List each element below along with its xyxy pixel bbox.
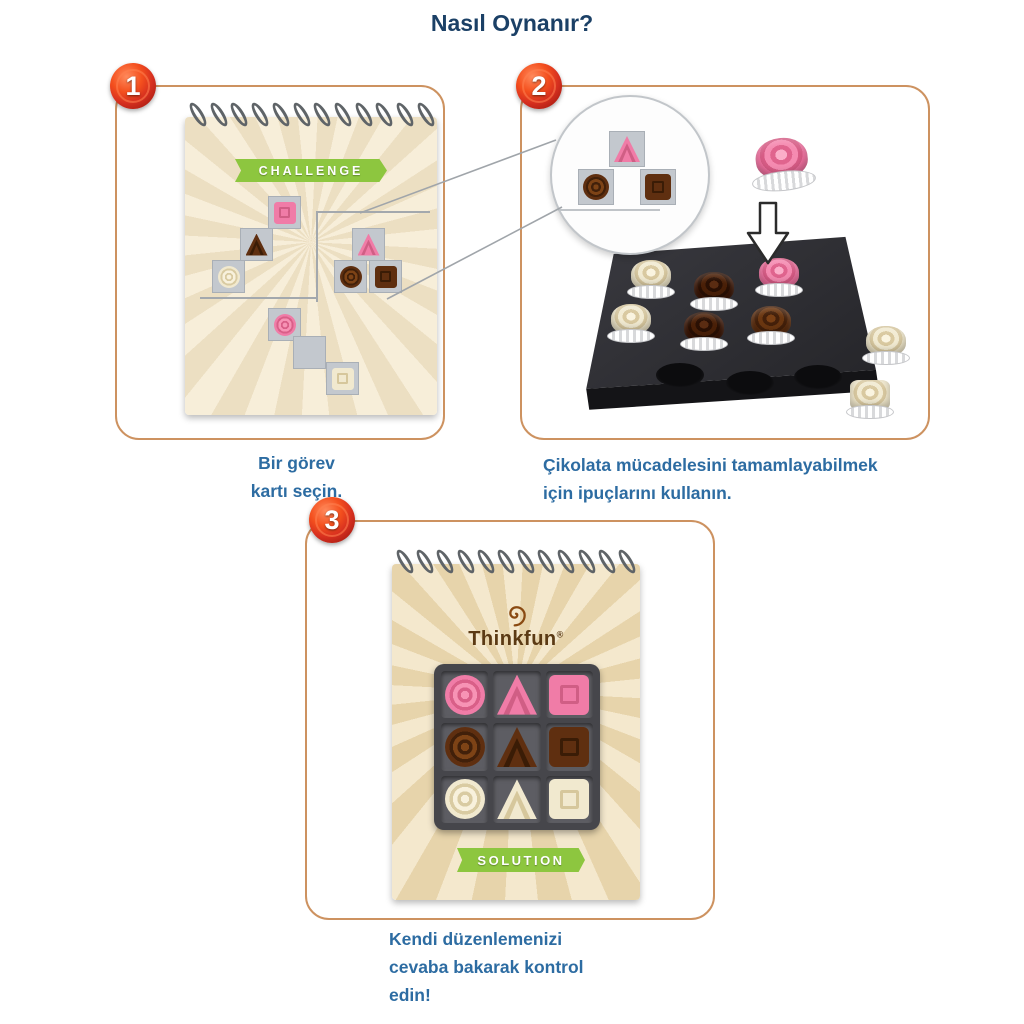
tray-bonbon-pink	[755, 255, 803, 297]
magnifier-cell-brown-square	[640, 169, 676, 205]
spiral-binding	[186, 100, 438, 129]
caption-step-3-line-2: cevaba bakarak kontrol	[389, 957, 584, 977]
magnifier-circle	[550, 95, 710, 255]
caption-step-3: Kendi düzenlemenizi cevaba bakarak kontr…	[389, 925, 719, 1009]
thinkfun-logo: Thinkfun®	[392, 628, 640, 651]
card-divider-horizontal-left	[200, 297, 316, 299]
empty-recess	[794, 365, 842, 389]
brown-square-icon	[549, 726, 590, 767]
solution-cell-cream-triangle	[493, 775, 541, 823]
solution-cell-brown-square	[545, 723, 593, 771]
tray-bonbon-cream	[627, 257, 675, 299]
caption-step-1-line-2: kartı seçin.	[250, 481, 343, 501]
loose-cube-cream	[846, 377, 894, 419]
brown-square-icon	[645, 174, 671, 200]
solution-cell-pink-square	[545, 671, 593, 719]
step-2-panel	[520, 85, 930, 440]
registered-mark: ®	[556, 629, 564, 640]
caption-step-3-line-1: Kendi düzenlemenizi	[389, 929, 563, 949]
pink-triangle-icon	[614, 136, 640, 162]
clue-cell-empty	[293, 336, 326, 369]
solution-tray	[434, 664, 600, 830]
empty-recess	[726, 371, 774, 395]
clue-cell-brown-circle	[334, 260, 367, 293]
step-3-number: 3	[324, 504, 340, 535]
caption-step-1-line-1: Bir görev	[258, 453, 335, 473]
brown-triangle-icon	[496, 726, 537, 767]
pink-triangle-icon	[496, 674, 537, 715]
cream-circle-icon	[217, 265, 240, 288]
brown-circle-icon	[444, 726, 485, 767]
solution-cell-brown-circle	[441, 723, 489, 771]
tray-bonbon-cream	[607, 301, 655, 343]
down-arrow-icon	[746, 201, 790, 265]
caption-step-2-line-2: için ipuçlarını kullanın.	[543, 483, 732, 503]
step-3-badge: 3	[309, 497, 355, 543]
caption-step-3-line-3: edin!	[389, 985, 431, 1005]
clue-cell-cream-circle	[212, 260, 245, 293]
solution-cell-pink-triangle	[493, 671, 541, 719]
caption-step-2-line-1: Çikolata mücadelesini tamamlayabilmek	[543, 455, 878, 475]
magnifier-cell-brown-circle	[578, 169, 614, 205]
pink-circle-icon	[273, 313, 296, 336]
clue-cell-cream-square	[326, 362, 359, 395]
solution-cell-cream-square	[545, 775, 593, 823]
solution-cell-brown-triangle	[493, 723, 541, 771]
solution-cell-cream-circle	[441, 775, 489, 823]
magnifier-cell-pink-triangle	[609, 131, 645, 167]
step-2-badge: 2	[516, 63, 562, 109]
clue-cell-pink-circle	[268, 308, 301, 341]
solution-cell-pink-circle	[441, 671, 489, 719]
cream-square-icon	[331, 367, 354, 390]
card-divider-vertical	[316, 211, 318, 302]
cream-circle-icon	[444, 779, 485, 820]
spiral-binding	[393, 547, 639, 576]
clue-cell-pink-triangle	[352, 228, 385, 261]
step-1-number: 1	[125, 70, 141, 101]
incoming-pink-chocolate	[747, 130, 817, 195]
thinkfun-spiral-icon	[503, 602, 529, 628]
pink-square-icon	[549, 674, 590, 715]
step-1-panel: CHALLENGE	[115, 85, 445, 440]
brown-triangle-icon	[245, 233, 268, 256]
cream-triangle-icon	[496, 779, 537, 820]
pink-triangle-icon	[357, 233, 380, 256]
brand-text: Thinkfun	[468, 628, 557, 650]
clue-cell-brown-square	[369, 260, 402, 293]
clue-cell-pink-square	[268, 196, 301, 229]
caption-step-1: Bir görev kartı seçin.	[189, 449, 404, 505]
step-2-number: 2	[531, 70, 547, 101]
chocolate-tray	[574, 235, 879, 425]
tray-bonbon-dark	[690, 269, 738, 311]
solution-banner: SOLUTION	[457, 848, 585, 872]
cream-square-icon	[549, 779, 590, 820]
tray-bonbon-brown	[747, 303, 795, 345]
empty-recess	[656, 363, 704, 387]
card-divider-horizontal-right	[318, 211, 430, 213]
brown-square-icon	[374, 265, 397, 288]
card-edge-line	[558, 209, 660, 211]
loose-bonbon-cream	[862, 323, 910, 365]
brown-circle-icon	[339, 265, 362, 288]
page-title: Nasıl Oynanır?	[430, 10, 594, 36]
challenge-banner: CHALLENGE	[235, 159, 387, 182]
step-1-badge: 1	[110, 63, 156, 109]
clue-cell-brown-triangle	[240, 228, 273, 261]
pink-circle-icon	[444, 674, 485, 715]
caption-step-2: Çikolata mücadelesini tamamlayabilmek iç…	[543, 451, 933, 507]
step-3-panel: Thinkfun® SOLUTION	[305, 520, 715, 920]
brown-circle-icon	[583, 174, 609, 200]
pink-square-icon	[273, 201, 296, 224]
tray-bonbon-dark	[680, 309, 728, 351]
